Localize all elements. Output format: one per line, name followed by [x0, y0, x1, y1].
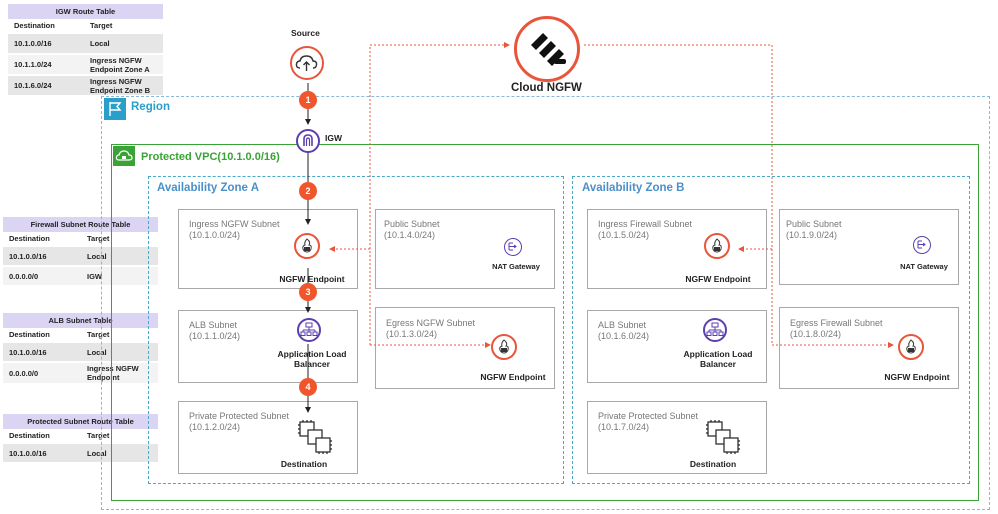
- igw-route-table: IGW Route Table Destination Target 10.1.…: [8, 4, 163, 95]
- source-cloud-icon: [290, 46, 324, 80]
- table-row: 10.1.0.0/16 Local: [3, 341, 158, 361]
- table-row: 0.0.0.0/0 Ingress NGFW Endpoint: [3, 361, 158, 383]
- zone-a-ingress-subnet: Ingress NGFW Subnet (10.1.0.0/24) NGFW E…: [178, 209, 358, 289]
- table-row: 10.1.1.0/24 Ingress NGFW Endpoint Zone A: [8, 53, 163, 74]
- zone-b-public-subnet: Public Subnet (10.1.9.0/24) NAT Gateway: [779, 209, 959, 285]
- zone-b-egress-subnet: Egress Firewall Subnet (10.1.8.0/24) NGF…: [779, 307, 959, 389]
- zone-a-egress-subnet: Egress NGFW Subnet (10.1.3.0/24) NGFW En…: [375, 307, 555, 389]
- firewall-subnet-route-table: Firewall Subnet Route Table Destination …: [3, 217, 158, 285]
- step-badge-3: 3: [299, 283, 317, 301]
- zone-a-alb-subnet: ALB Subnet (10.1.1.0/24) Application Loa…: [178, 310, 358, 383]
- vpc-cloud-lock-icon: [113, 146, 135, 166]
- alb-label: Application Load Balancer: [683, 349, 753, 369]
- source-label: Source: [291, 28, 320, 38]
- zone-b-title: Availability Zone B: [582, 182, 685, 194]
- zone-a-public-subnet: Public Subnet (10.1.4.0/24) NAT Gateway: [375, 209, 555, 289]
- ec2-instances-icon: [295, 418, 335, 456]
- cloud-ngfw-label: Cloud NGFW: [511, 82, 582, 94]
- step-badge-2: 2: [299, 182, 317, 200]
- ngfw-endpoint-icon: [491, 334, 517, 360]
- nat-gateway-label: NAT Gateway: [492, 262, 540, 271]
- table-header: Target: [90, 21, 113, 30]
- ngfw-endpoint-label: NGFW Endpoint: [685, 274, 751, 284]
- table-row: 10.1.0.0/16 Local: [8, 32, 163, 53]
- nat-gateway-label: NAT Gateway: [900, 262, 948, 271]
- ngfw-endpoint-icon: [294, 233, 320, 259]
- step-badge-1: 1: [299, 91, 317, 109]
- zone-a-title: Availability Zone A: [157, 182, 260, 194]
- availability-zone-a: [148, 176, 564, 484]
- cloud-ngfw-logo-icon: [514, 16, 580, 82]
- region-boundary: [101, 96, 990, 510]
- protected-vpc-boundary: [111, 144, 979, 501]
- igw-icon: [296, 129, 320, 153]
- igw-route-table-title: IGW Route Table: [8, 4, 163, 19]
- table-row: 10.1.6.0/24 Ingress NGFW Endpoint Zone B: [8, 74, 163, 95]
- alb-label: Application Load Balancer: [277, 349, 347, 369]
- destination-label: Destination: [280, 459, 328, 469]
- nat-gateway-icon: [913, 236, 931, 254]
- ec2-instances-icon: [703, 418, 743, 456]
- alb-subnet-route-table: ALB Subnet Table Destination Target 10.1…: [3, 313, 158, 383]
- load-balancer-icon: [703, 318, 727, 342]
- ngfw-endpoint-icon: [704, 233, 730, 259]
- table-row: 10.1.0.0/16 Local: [3, 442, 158, 462]
- table-row: 10.1.0.0/16 Local: [3, 245, 158, 265]
- load-balancer-icon: [297, 318, 321, 342]
- nat-gateway-icon: [504, 238, 522, 256]
- ngfw-endpoint-label: NGFW Endpoint: [884, 372, 950, 382]
- ngfw-endpoint-label: NGFW Endpoint: [480, 372, 546, 382]
- zone-b-alb-subnet: ALB Subnet (10.1.6.0/24) Application Loa…: [587, 310, 767, 383]
- igw-label: IGW: [325, 133, 342, 143]
- step-badge-4: 4: [299, 378, 317, 396]
- protected-subnet-route-table: Protected Subnet Route Table Destination…: [3, 414, 158, 462]
- vpc-label: Protected VPC(10.1.0.0/16): [141, 151, 280, 163]
- ngfw-endpoint-icon: [898, 334, 924, 360]
- destination-label: Destination: [689, 459, 737, 469]
- region-label: Region: [131, 101, 170, 113]
- table-row: 0.0.0.0/0 IGW: [3, 265, 158, 285]
- ngfw-endpoint-label: NGFW Endpoint: [279, 274, 345, 284]
- table-header: Destination: [14, 21, 55, 30]
- zone-b-ingress-subnet: Ingress Firewall Subnet (10.1.5.0/24) NG…: [587, 209, 767, 289]
- region-flag-icon: [104, 98, 126, 120]
